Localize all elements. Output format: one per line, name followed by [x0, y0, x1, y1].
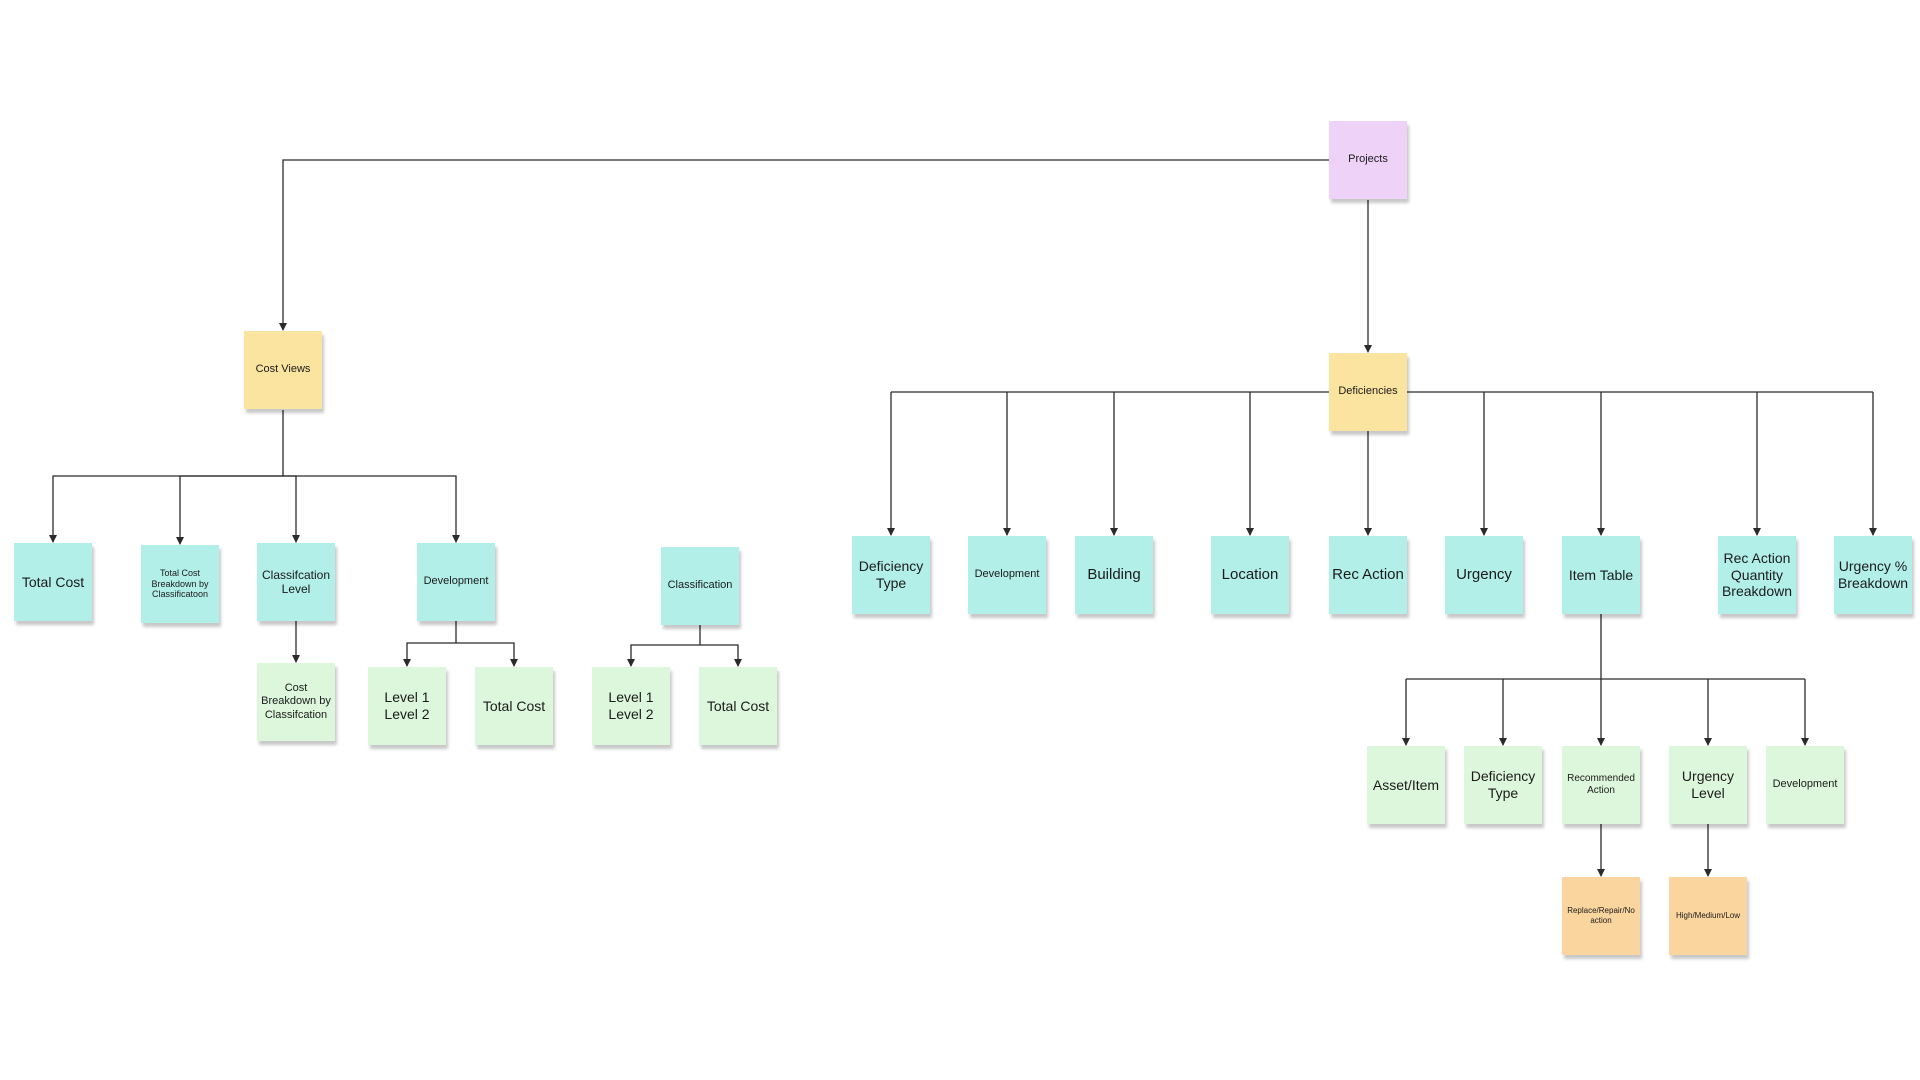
node-d-item-table[interactable]: Item Table: [1562, 536, 1640, 614]
node-projects[interactable]: Projects: [1329, 121, 1407, 199]
node-d-building[interactable]: Building: [1075, 536, 1153, 614]
node-it-deficiency-type[interactable]: Deficiency Type: [1464, 746, 1542, 824]
node-cv-class-level[interactable]: Classifcation Level: [257, 543, 335, 621]
node-cv-cost-breakdown[interactable]: Cost Breakdown by Classifcation: [257, 663, 335, 741]
node-d-rec-action-qty[interactable]: Rec Action Quantity Breakdown: [1718, 536, 1796, 614]
edge-projects-costviews: [279, 159, 1330, 331]
node-dev-total-cost[interactable]: Total Cost: [475, 667, 553, 745]
node-it-urgency-level[interactable]: Urgency Level: [1669, 746, 1747, 824]
node-it-recommended-action[interactable]: Recommended Action: [1562, 746, 1640, 824]
node-classification[interactable]: Classification: [661, 547, 739, 625]
node-d-urgency-pct[interactable]: Urgency % Breakdown: [1834, 536, 1912, 614]
edge-costviews-totalcost: [49, 475, 283, 543]
edge-classification-totalcost: [700, 644, 742, 667]
node-cv-breakdown[interactable]: Total Cost Breakdown by Classificatoon: [141, 545, 219, 623]
node-d-location[interactable]: Location: [1211, 536, 1289, 614]
edge-costviews-breakdown: [176, 475, 283, 545]
node-dev-levels[interactable]: Level 1 Level 2: [368, 667, 446, 745]
node-cv-total-cost[interactable]: Total Cost: [14, 543, 92, 621]
edge-classification-children: [627, 625, 701, 667]
edge-development-totalcost: [456, 642, 518, 667]
node-it-development[interactable]: Development: [1766, 746, 1844, 824]
node-ra-values[interactable]: Replace/Repair/No action: [1562, 877, 1640, 955]
node-d-urgency[interactable]: Urgency: [1445, 536, 1523, 614]
node-it-asset-item[interactable]: Asset/Item: [1367, 746, 1445, 824]
node-ul-values[interactable]: High/Medium/Low: [1669, 877, 1747, 955]
node-cv-development[interactable]: Development: [417, 543, 495, 621]
node-cls-total-cost[interactable]: Total Cost: [699, 667, 777, 745]
edge-development-children: [403, 621, 457, 667]
node-cost-views[interactable]: Cost Views: [244, 331, 322, 409]
node-d-development[interactable]: Development: [968, 536, 1046, 614]
node-d-deficiency-type[interactable]: Deficiency Type: [852, 536, 930, 614]
edge-costviews-development: [283, 475, 460, 543]
node-cls-levels[interactable]: Level 1 Level 2: [592, 667, 670, 745]
node-d-rec-action[interactable]: Rec Action: [1329, 536, 1407, 614]
edge-costviews-classlevel: [283, 475, 300, 543]
node-deficiencies[interactable]: Deficiencies: [1329, 353, 1407, 431]
